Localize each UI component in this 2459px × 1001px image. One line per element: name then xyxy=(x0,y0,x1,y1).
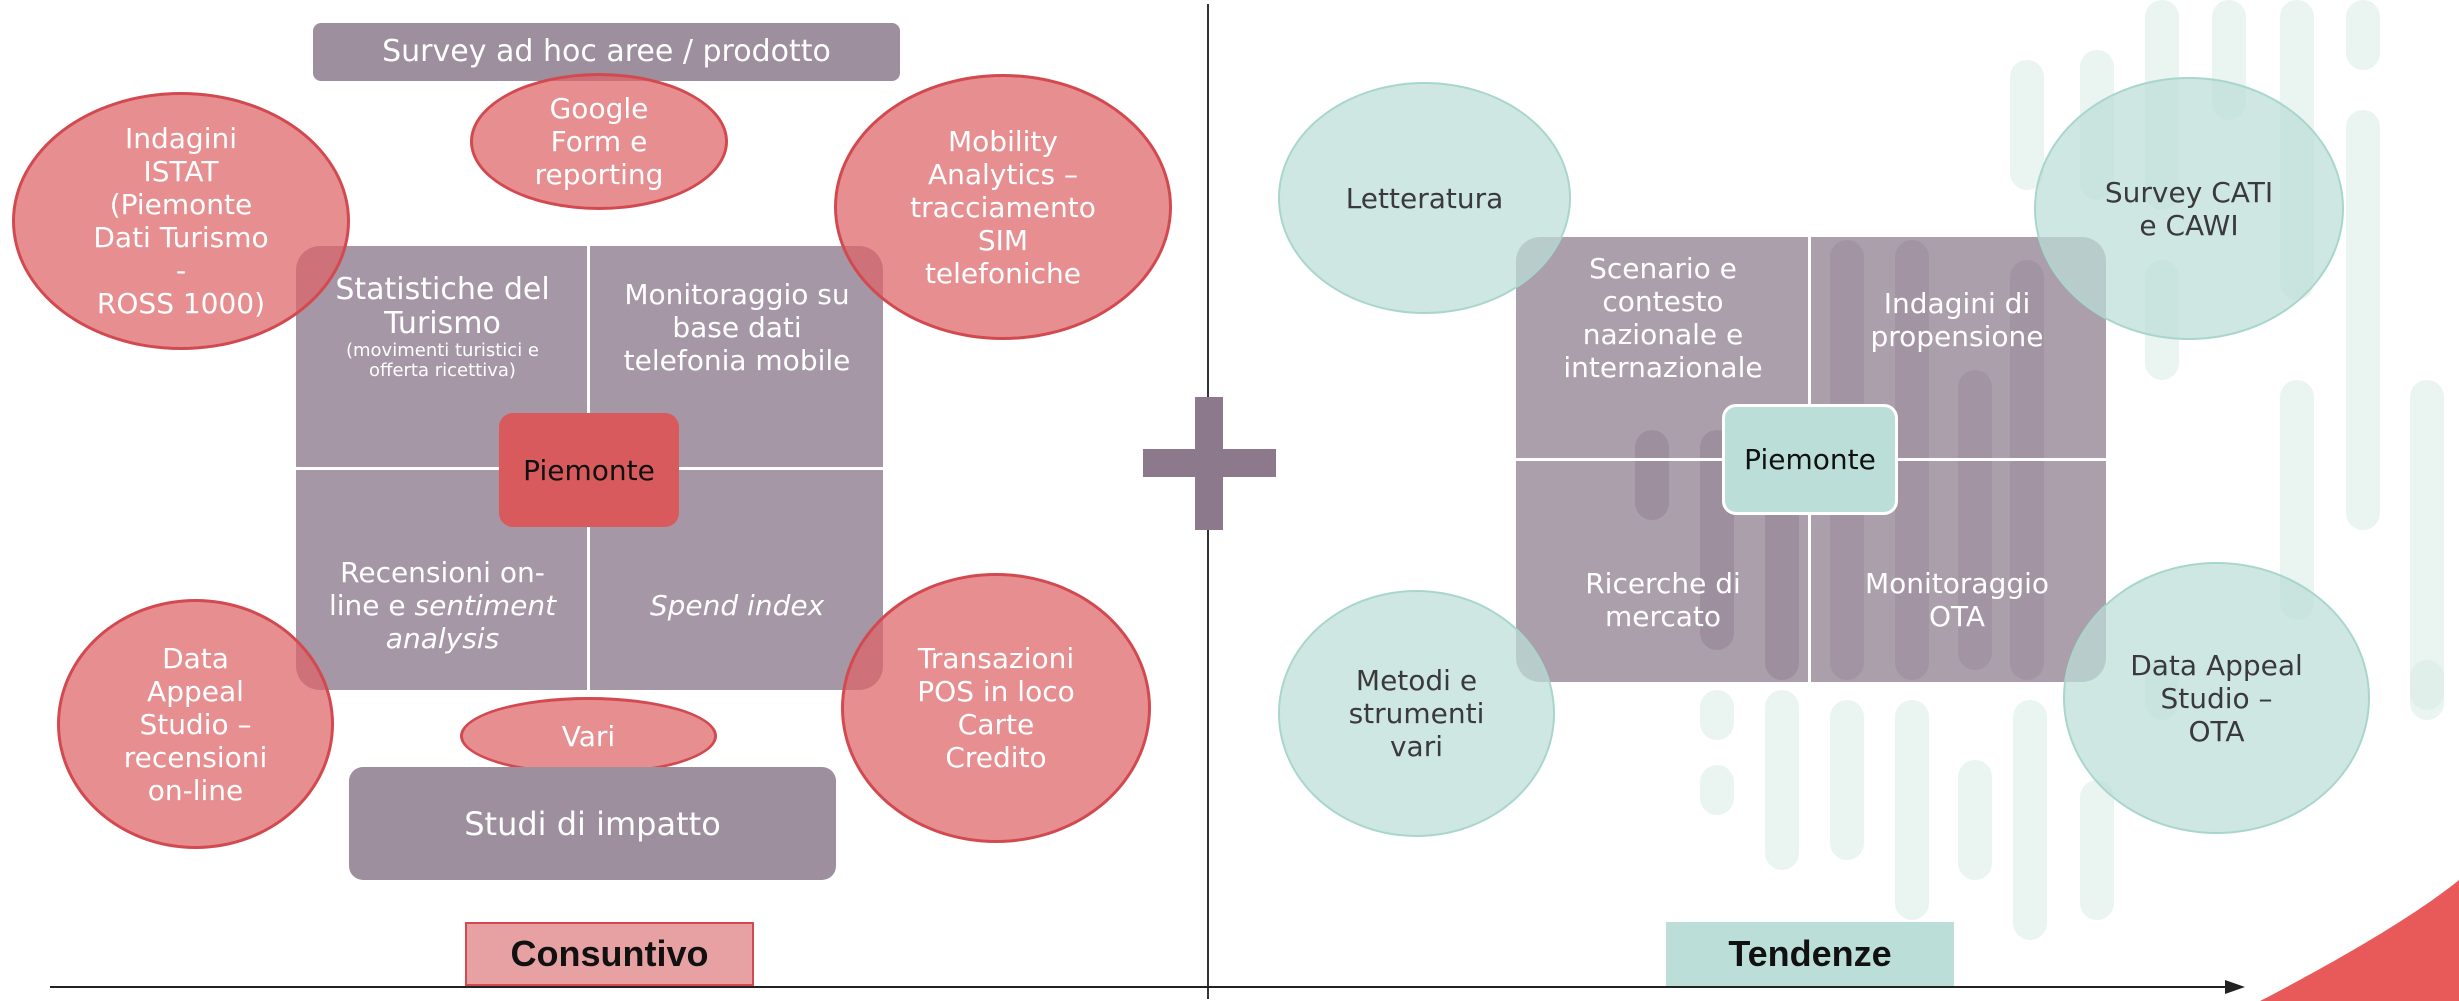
quad-recensioni: Recensioni on- line e sentiment analysis xyxy=(300,545,585,665)
ellipse-mobility: Mobility Analytics – tracciamento SIM te… xyxy=(834,74,1172,340)
quad-indagini-propensione: Indagini di propensione xyxy=(1870,287,2044,353)
label-consuntivo: Consuntivo xyxy=(465,922,754,986)
ellipse-data-appeal-ota: Data Appeal Studio – OTA xyxy=(2063,562,2370,834)
quad-ricerche-mercato: Ricerche di mercato xyxy=(1585,567,1741,633)
ellipse-istat: Indagini ISTAT (Piemonte Dati Turismo - … xyxy=(12,92,350,350)
quad-scenario: Scenario e contesto nazionale e internaz… xyxy=(1563,252,1763,384)
center-piemonte-right: Piemonte xyxy=(1722,404,1898,515)
timeline-arrow xyxy=(50,980,2245,994)
studi-impatto-box: Studi di impatto xyxy=(349,767,836,880)
quad-statistiche: Statistiche del Turismo (movimenti turis… xyxy=(300,262,585,392)
survey-bar-label: Survey ad hoc aree / prodotto xyxy=(382,34,831,69)
survey-bar: Survey ad hoc aree / prodotto xyxy=(313,23,900,81)
corner-decoration xyxy=(2260,880,2459,1001)
label-tendenze: Tendenze xyxy=(1666,922,1954,986)
quad-recensioni-label: Recensioni on- line e xyxy=(328,555,545,622)
ellipse-metodi: Metodi e strumenti vari xyxy=(1278,590,1555,837)
ellipse-data-appeal-recensioni: Data Appeal Studio – recensioni on-line xyxy=(57,599,334,849)
ellipse-transazioni: Transazioni POS in loco Carte Credito xyxy=(841,573,1151,843)
ellipse-survey-cati: Survey CATI e CAWI xyxy=(2034,77,2344,340)
ellipse-letteratura: Letteratura xyxy=(1278,82,1571,314)
quad-statistiche-title: Statistiche del Turismo xyxy=(335,272,550,341)
center-piemonte-left: Piemonte xyxy=(499,413,679,527)
quad-monitoraggio-ota: Monitoraggio OTA xyxy=(1864,567,2050,633)
ellipse-vari: Vari xyxy=(460,697,717,775)
ellipse-google-form: Google Form e reporting xyxy=(470,73,728,210)
quad-spend-index: Spend index xyxy=(649,588,825,622)
quad-statistiche-sub: (movimenti turistici e offerta ricettiva… xyxy=(345,340,540,381)
quad-recensioni-italic: sentiment analysis xyxy=(385,588,557,655)
quad-monitoraggio-telefonia: Monitoraggio su base dati telefonia mobi… xyxy=(623,277,851,377)
